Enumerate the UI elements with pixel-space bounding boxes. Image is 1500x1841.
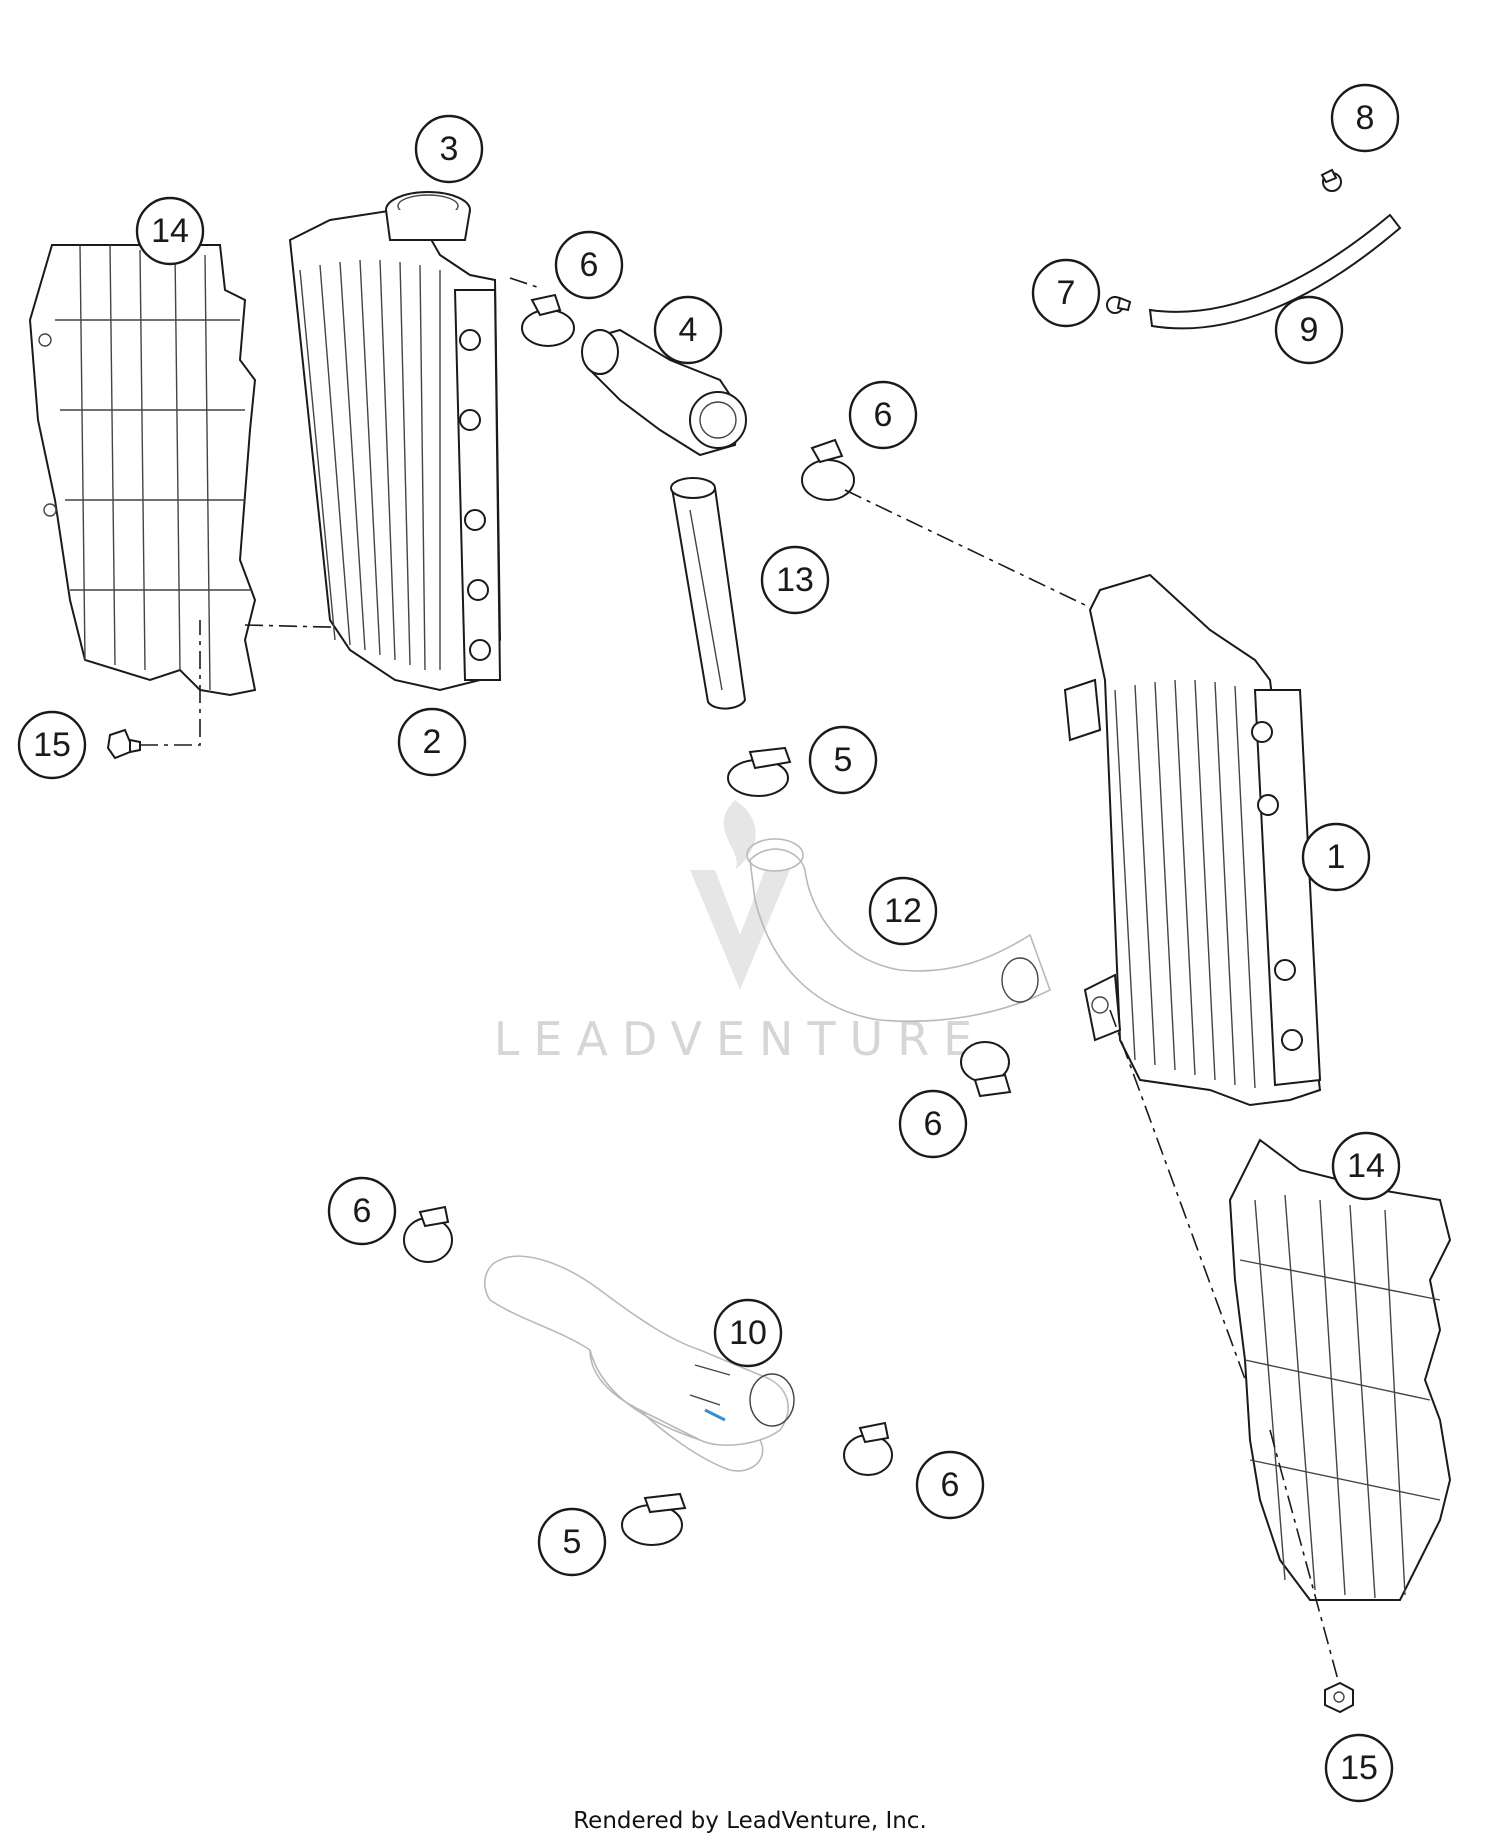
svg-text:4: 4 xyxy=(679,311,698,349)
callout-9: 9 xyxy=(1274,295,1344,365)
svg-text:6: 6 xyxy=(924,1105,943,1143)
callout-3: 3 xyxy=(414,114,484,184)
leader-1-14 xyxy=(1109,1009,1261,1421)
svg-text:6: 6 xyxy=(874,396,893,434)
part-13-straight-hose xyxy=(670,477,747,710)
part-6-clamp-d xyxy=(403,1205,453,1263)
callout-6-b: 6 xyxy=(848,380,918,450)
svg-text:3: 3 xyxy=(440,130,459,168)
part-10-lower-hose xyxy=(484,1255,795,1472)
part-6-clamp-c xyxy=(960,1041,1012,1098)
svg-text:14: 14 xyxy=(151,212,189,250)
callout-2: 2 xyxy=(397,707,467,777)
svg-text:5: 5 xyxy=(834,741,853,779)
callout-6-a: 6 xyxy=(554,230,624,300)
callout-12: 12 xyxy=(868,876,938,946)
callout-4: 4 xyxy=(653,295,723,365)
part-12-bent-hose xyxy=(746,838,1051,1023)
callout-10: 10 xyxy=(713,1298,783,1368)
callout-15-lower: 15 xyxy=(1324,1733,1394,1803)
svg-text:8: 8 xyxy=(1356,99,1375,137)
svg-text:6: 6 xyxy=(353,1192,372,1230)
watermark-logo-icon xyxy=(690,870,790,990)
svg-text:9: 9 xyxy=(1300,311,1319,349)
part-9-breather-hose xyxy=(1148,213,1402,330)
part-8-small-clamp xyxy=(1320,168,1342,192)
render-credit: Rendered by LeadVenture, Inc. xyxy=(573,1808,927,1834)
svg-text:6: 6 xyxy=(580,246,599,284)
part-14-shroud-right xyxy=(1228,1138,1452,1601)
callout-8: 8 xyxy=(1330,83,1400,153)
part-4-thermostat-housing xyxy=(581,328,747,457)
svg-text:15: 15 xyxy=(33,726,71,764)
part-14-shroud-left xyxy=(28,244,257,697)
callout-7: 7 xyxy=(1031,258,1101,328)
part-5-clamp-b xyxy=(621,1492,687,1546)
svg-text:15: 15 xyxy=(1340,1749,1378,1787)
callout-15-upper: 15 xyxy=(17,710,87,780)
svg-text:2: 2 xyxy=(423,723,442,761)
callout-14-upper: 14 xyxy=(135,196,205,266)
svg-text:5: 5 xyxy=(563,1523,582,1561)
part-7-small-clamp xyxy=(1106,296,1132,314)
part-15-bolt-right xyxy=(1324,1681,1354,1714)
part-6-clamp-a xyxy=(521,293,575,347)
svg-text:10: 10 xyxy=(729,1314,767,1352)
callout-5-upper: 5 xyxy=(808,725,878,795)
callout-13: 13 xyxy=(760,545,830,615)
callout-6-c: 6 xyxy=(898,1089,968,1159)
part-1-radiator-right xyxy=(1063,573,1322,1107)
svg-text:14: 14 xyxy=(1347,1147,1385,1185)
leader-6-b xyxy=(844,489,1086,606)
callout-14-lower: 14 xyxy=(1331,1131,1401,1201)
part-6-clamp-e xyxy=(843,1421,893,1476)
callout-5-lower: 5 xyxy=(537,1507,607,1577)
leader-6-a xyxy=(509,277,541,289)
callout-1: 1 xyxy=(1301,822,1371,892)
callout-6-e: 6 xyxy=(915,1450,985,1520)
part-3-radiator-cap xyxy=(385,191,471,241)
leader-15-right xyxy=(1269,1429,1339,1681)
svg-text:6: 6 xyxy=(941,1466,960,1504)
svg-text:12: 12 xyxy=(884,892,922,930)
part-15-bolt-left xyxy=(106,728,141,760)
part-6-clamp-b xyxy=(801,438,855,501)
watermark-text: LEADVENTURE xyxy=(494,1012,987,1066)
part-5-clamp-a xyxy=(727,746,792,797)
svg-text:13: 13 xyxy=(776,561,814,599)
callout-6-d: 6 xyxy=(327,1176,397,1246)
svg-text:1: 1 xyxy=(1327,838,1346,876)
part-2-radiator-left xyxy=(288,208,502,692)
svg-text:7: 7 xyxy=(1057,274,1076,312)
leader-15-left xyxy=(140,620,201,746)
